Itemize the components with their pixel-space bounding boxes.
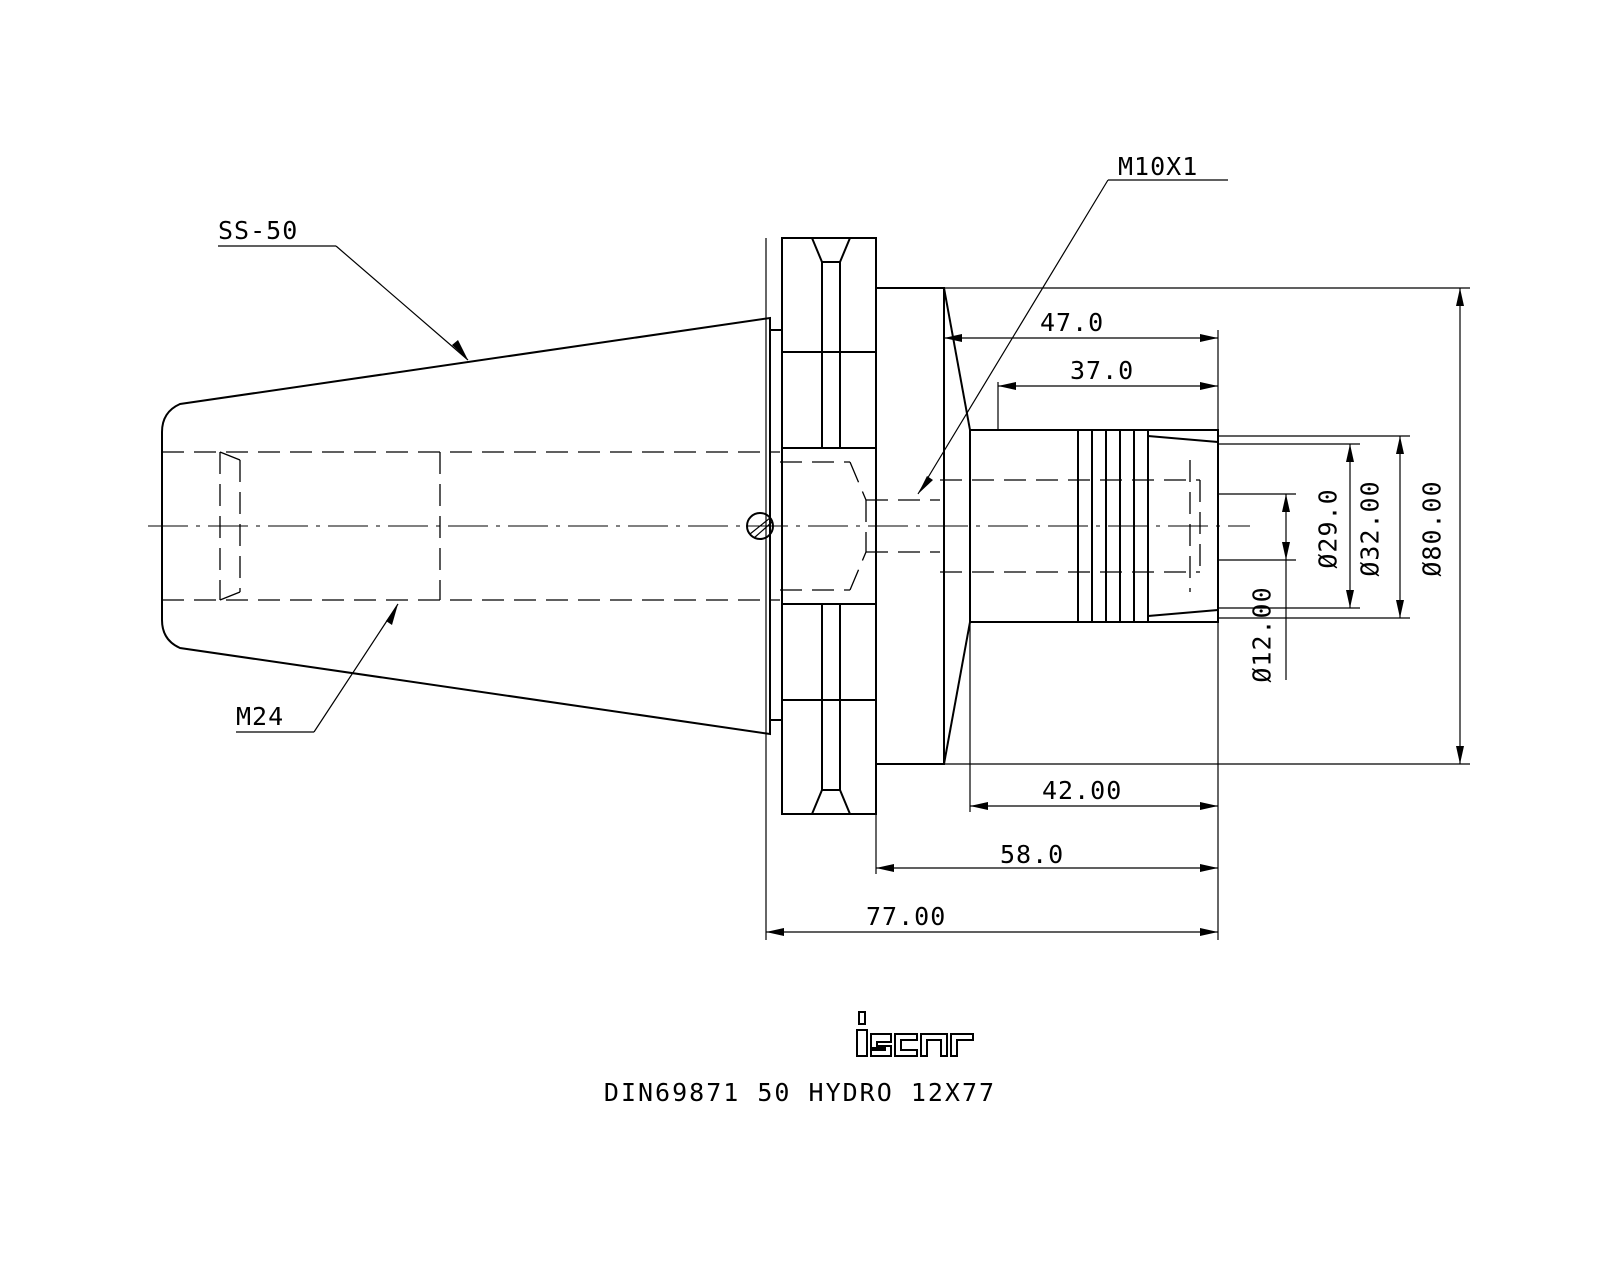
dim-37: 37.0 bbox=[1070, 356, 1135, 385]
dim-dia80: Ø80.00 bbox=[1417, 480, 1447, 577]
dim-42: 42.00 bbox=[1042, 776, 1123, 805]
internal-bore bbox=[162, 451, 1201, 601]
iscar-logo: iscar bbox=[856, 1011, 974, 1057]
pin-hole bbox=[746, 512, 774, 540]
dim-77: 77.00 bbox=[866, 902, 947, 931]
dim-47: 47.0 bbox=[1040, 308, 1105, 337]
dim-dia12: Ø12.00 bbox=[1247, 586, 1277, 683]
dim-dia32: Ø32.00 bbox=[1355, 480, 1385, 577]
label-ss50: SS-50 bbox=[218, 216, 299, 245]
drawing-title: DIN69871 50 HYDRO 12X77 bbox=[603, 1078, 997, 1107]
label-m10x1: M10X1 bbox=[1118, 152, 1199, 181]
dim-dia29: Ø29.0 bbox=[1313, 488, 1343, 569]
dimension-lines bbox=[765, 238, 1470, 940]
leader-lines bbox=[218, 179, 1228, 733]
dim-58: 58.0 bbox=[1000, 840, 1065, 869]
collar bbox=[875, 287, 971, 765]
label-m24: M24 bbox=[236, 702, 285, 731]
